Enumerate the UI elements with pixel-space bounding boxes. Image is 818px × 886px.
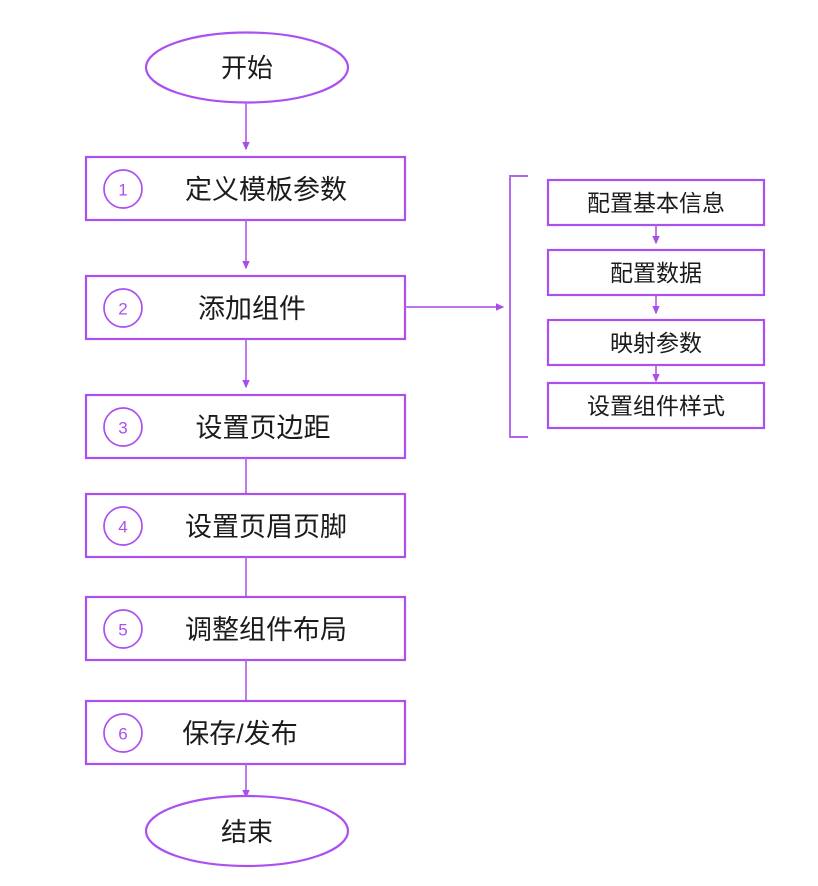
step-1-number-circle — [103, 169, 143, 209]
end-node-ellipse — [144, 794, 350, 868]
substep-3-label: 映射参数 — [610, 330, 702, 356]
step-node-4[interactable]: 4 设置页眉页脚 — [84, 492, 407, 559]
step-6-number-circle — [103, 713, 143, 753]
start-node-label: 开始 — [221, 53, 273, 83]
step-4-label: 设置页眉页脚 — [185, 512, 347, 542]
step-4-number-circle — [103, 506, 143, 546]
step-5-label: 调整组件布局 — [185, 615, 347, 645]
substep-4-label: 设置组件样式 — [587, 393, 725, 419]
step-3-label: 设置页边距 — [196, 413, 331, 443]
start-node[interactable]: 开始 — [144, 31, 350, 104]
substeps-group-bracket — [509, 175, 528, 438]
step-node-1[interactable]: 1 定义模板参数 — [84, 155, 407, 222]
substep-node-4[interactable]: 设置组件样式 — [546, 381, 766, 430]
substep-node-2[interactable]: 配置数据 — [546, 248, 766, 297]
substep-3-box — [546, 318, 766, 367]
step-node-6[interactable]: 6 保存/发布 — [84, 699, 407, 766]
step-3-number-circle — [103, 407, 143, 447]
step-2-label: 添加组件 — [198, 294, 306, 324]
substep-2-label: 配置数据 — [610, 260, 702, 286]
substep-node-1[interactable]: 配置基本信息 — [546, 178, 766, 227]
substep-1-box — [546, 178, 766, 227]
step-node-2[interactable]: 2 添加组件 — [84, 274, 407, 341]
substep-node-3[interactable]: 映射参数 — [546, 318, 766, 367]
step-4-number: 4 — [118, 518, 127, 537]
step-5-number: 5 — [118, 621, 127, 640]
end-node[interactable]: 结束 — [144, 794, 350, 868]
end-node-label: 结束 — [221, 817, 273, 847]
step-1-label: 定义模板参数 — [185, 175, 347, 205]
step-3-box — [84, 393, 407, 460]
step-2-number: 2 — [118, 300, 127, 319]
step-2-number-circle — [103, 288, 143, 328]
substep-2-box — [546, 248, 766, 297]
step-node-3[interactable]: 3 设置页边距 — [84, 393, 407, 460]
step-5-number-circle — [103, 609, 143, 649]
step-node-5[interactable]: 5 调整组件布局 — [84, 595, 407, 662]
start-node-ellipse — [144, 31, 350, 104]
step-6-label: 保存/发布 — [182, 719, 298, 749]
step-6-number: 6 — [118, 725, 127, 744]
substep-1-label: 配置基本信息 — [587, 190, 725, 216]
step-3-number: 3 — [118, 419, 127, 438]
step-1-number: 1 — [118, 181, 127, 200]
substep-4-box — [546, 381, 766, 430]
